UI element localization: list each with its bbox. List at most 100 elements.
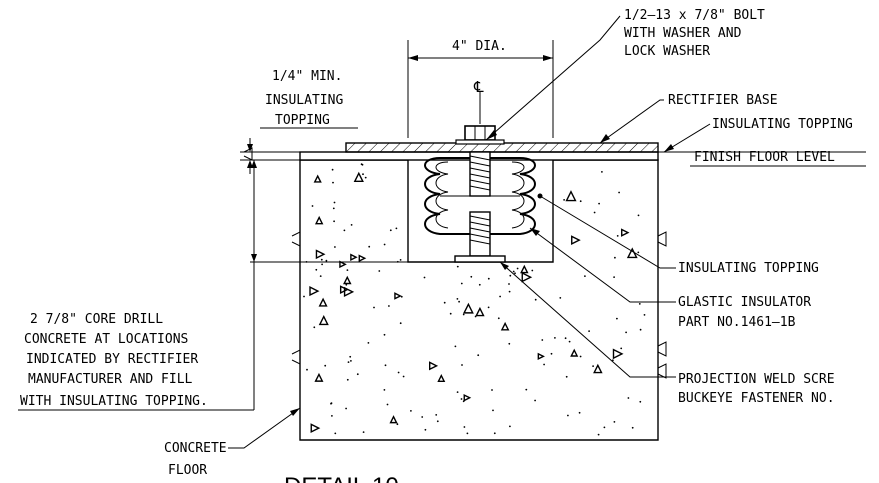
bolt-label-1: 1/2–13 x 7/8" BOLT bbox=[624, 8, 765, 23]
aggregate-dot bbox=[543, 363, 545, 366]
aggregate-stone bbox=[310, 423, 321, 434]
aggregate-dot bbox=[534, 399, 536, 402]
aggregate-dot bbox=[397, 371, 400, 374]
topping-mid-label: INSULATING TOPPING bbox=[678, 261, 819, 276]
aggregate-dot bbox=[478, 283, 481, 286]
aggregate-dot bbox=[456, 391, 459, 393]
aggregate-stone bbox=[537, 352, 545, 361]
aggregate-dot bbox=[386, 403, 389, 406]
aggregate-dot bbox=[514, 272, 516, 275]
aggregate-dot bbox=[487, 277, 490, 280]
aggregate-dot bbox=[388, 305, 390, 307]
aggregate-dot bbox=[325, 259, 328, 262]
aggregate-dot bbox=[343, 229, 346, 232]
aggregate-dot bbox=[491, 389, 493, 391]
aggregate-dot bbox=[456, 298, 459, 300]
aggregate-dot bbox=[356, 373, 359, 376]
concrete-label-2: FLOOR bbox=[168, 463, 207, 478]
aggregate-stone bbox=[315, 249, 326, 260]
aggregate-dot bbox=[361, 163, 364, 166]
aggregate-dot bbox=[454, 345, 457, 348]
aggregate-stone bbox=[475, 306, 485, 317]
aggregate-stone bbox=[500, 321, 510, 331]
rectifier-leader bbox=[599, 99, 664, 144]
aggregate-dot bbox=[346, 378, 349, 381]
aggregate-dot bbox=[598, 202, 600, 205]
aggregate-dot bbox=[509, 425, 511, 428]
aggregate-dot bbox=[564, 337, 567, 340]
aggregate-dot bbox=[333, 220, 335, 223]
aggregate-dot bbox=[541, 339, 544, 341]
aggregate-dot bbox=[383, 333, 386, 336]
glastic-leader bbox=[529, 227, 676, 303]
dia-dimension bbox=[407, 40, 554, 138]
aggregate-stone bbox=[343, 275, 352, 285]
aggregate-stone bbox=[343, 286, 355, 298]
aggregate-dot bbox=[396, 423, 399, 426]
aggregate-dot bbox=[349, 355, 352, 358]
aggregate-dot bbox=[333, 201, 336, 204]
dia-label: 4" DIA. bbox=[452, 39, 507, 54]
aggregate-dot bbox=[334, 246, 336, 248]
aggregate-stone bbox=[612, 348, 624, 360]
aggregate-dot bbox=[627, 397, 630, 399]
centerline-symbol: ℄ bbox=[473, 78, 484, 96]
aggregate-dot bbox=[332, 181, 334, 184]
aggregate-stone bbox=[339, 285, 349, 294]
aggregate-dot bbox=[334, 432, 337, 435]
aggregate-dot bbox=[364, 176, 367, 179]
aggregate-dot bbox=[477, 354, 480, 357]
aggregate-stone bbox=[314, 372, 324, 382]
aggregate-dot bbox=[639, 328, 642, 331]
bolt-assembly bbox=[455, 125, 505, 197]
aggregate-dot bbox=[368, 245, 371, 248]
aggregate-dot bbox=[315, 268, 318, 271]
aggregate-dot bbox=[525, 388, 528, 391]
aggregate-dot bbox=[449, 312, 452, 315]
aggregate-dot bbox=[389, 229, 392, 232]
aggregate-dot bbox=[303, 295, 305, 298]
concrete-outline bbox=[299, 159, 659, 441]
aggregate-dot bbox=[554, 337, 556, 339]
topping-mid-leader bbox=[539, 195, 676, 269]
aggregate-dot bbox=[399, 259, 402, 261]
aggregate-dot bbox=[550, 352, 553, 355]
aggregate-dot bbox=[324, 364, 327, 367]
aggregate-dot bbox=[643, 314, 646, 316]
aggregate-dot bbox=[512, 270, 515, 273]
aggregate-dot bbox=[593, 211, 596, 214]
projection-label-1: PROJECTION WELD SCRE bbox=[678, 372, 835, 387]
aggregate-dot bbox=[466, 432, 469, 435]
aggregate-stone bbox=[463, 393, 472, 402]
projection-weld-screw bbox=[454, 211, 506, 263]
aggregate-dot bbox=[568, 340, 571, 343]
concrete-label-1: CONCRETE bbox=[164, 441, 227, 456]
aggregate-dot bbox=[460, 398, 463, 400]
aggregate-dot bbox=[305, 261, 308, 263]
aggregate-dot bbox=[620, 347, 623, 350]
aggregate-dot bbox=[399, 322, 402, 325]
aggregate-dot bbox=[345, 283, 348, 286]
aggregate-stone bbox=[339, 260, 347, 269]
topping-top-label: INSULATING TOPPING bbox=[712, 117, 853, 132]
aggregate-stone bbox=[570, 348, 579, 357]
aggregate-dot bbox=[306, 368, 308, 371]
aggregate-dot bbox=[435, 414, 438, 416]
aggregate-stone bbox=[626, 247, 638, 259]
aggregate-dot bbox=[462, 313, 465, 316]
aggregate-dot bbox=[345, 407, 347, 410]
aggregate-dot bbox=[567, 414, 569, 417]
concrete-leader bbox=[228, 407, 301, 449]
aggregate-dot bbox=[613, 421, 616, 423]
aggregate-stone bbox=[394, 292, 402, 300]
aggregate-dot bbox=[423, 276, 426, 279]
core-label-3: INDICATED BY RECTIFIER bbox=[26, 352, 198, 367]
aggregate-dot bbox=[421, 416, 424, 418]
aggregate-dot bbox=[637, 214, 640, 217]
aggregate-dot bbox=[320, 258, 323, 261]
aggregate-stone bbox=[309, 286, 320, 297]
concrete-aggregate bbox=[303, 163, 646, 436]
aggregate-dot bbox=[470, 275, 473, 278]
aggregate-dot bbox=[618, 191, 620, 194]
aggregate-dot bbox=[331, 168, 334, 171]
